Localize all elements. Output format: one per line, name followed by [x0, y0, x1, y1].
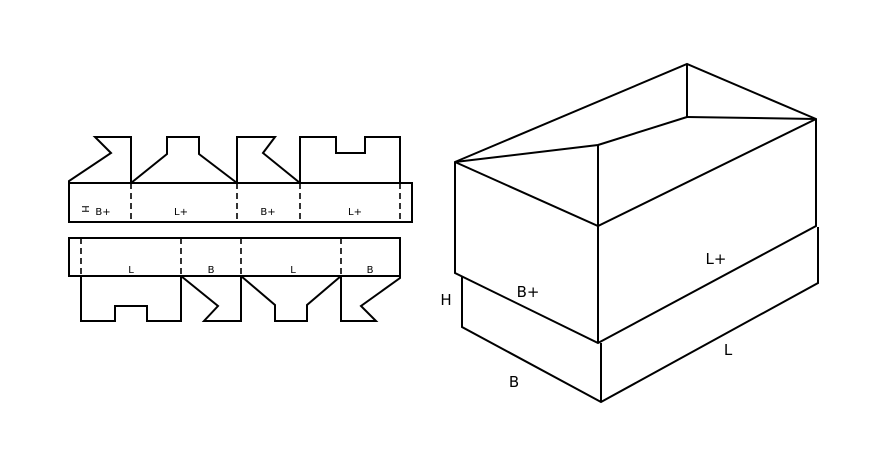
base-flap-b1 [180, 275, 242, 322]
lid-inner-crease [597, 116, 688, 146]
lid-flap-l1 [130, 136, 238, 184]
base-net: L B L B [68, 237, 401, 322]
lid-side-label: L+ [706, 250, 727, 268]
lid-panel-label: L+ [348, 207, 362, 218]
base-flap-l1 [80, 276, 182, 322]
lid-rim-front [454, 118, 817, 228]
lid-front-label: B+ [517, 283, 540, 301]
base-flap-l2 [240, 275, 342, 322]
base-side-label: L [724, 341, 733, 359]
assembled-box: B+ L+ H B L [440, 62, 819, 404]
base-strip-outline [68, 237, 401, 277]
lid-inner-crease [454, 144, 599, 163]
base-front-label: B [509, 373, 519, 391]
lid-flap-l2 [299, 136, 401, 183]
base-panel-label: L [128, 265, 134, 276]
base-panel-label: B [208, 265, 215, 276]
lid-flap-b1 [68, 136, 132, 183]
lid-net: H B+ L+ B+ L+ [68, 136, 413, 223]
base-height-label: H [440, 291, 451, 309]
lid-flap-b2 [236, 136, 301, 184]
lid-outline [454, 62, 817, 345]
lid-panel-label: L+ [174, 207, 188, 218]
lid-height-label: H [79, 205, 90, 213]
base-panel-label: B [367, 265, 374, 276]
lid-inner-crease [686, 116, 817, 120]
base-flap-b2 [340, 276, 401, 322]
base-panel-label: L [290, 265, 296, 276]
lid-panel-label: B+ [260, 207, 275, 218]
lid-panel-label: B+ [95, 207, 110, 218]
